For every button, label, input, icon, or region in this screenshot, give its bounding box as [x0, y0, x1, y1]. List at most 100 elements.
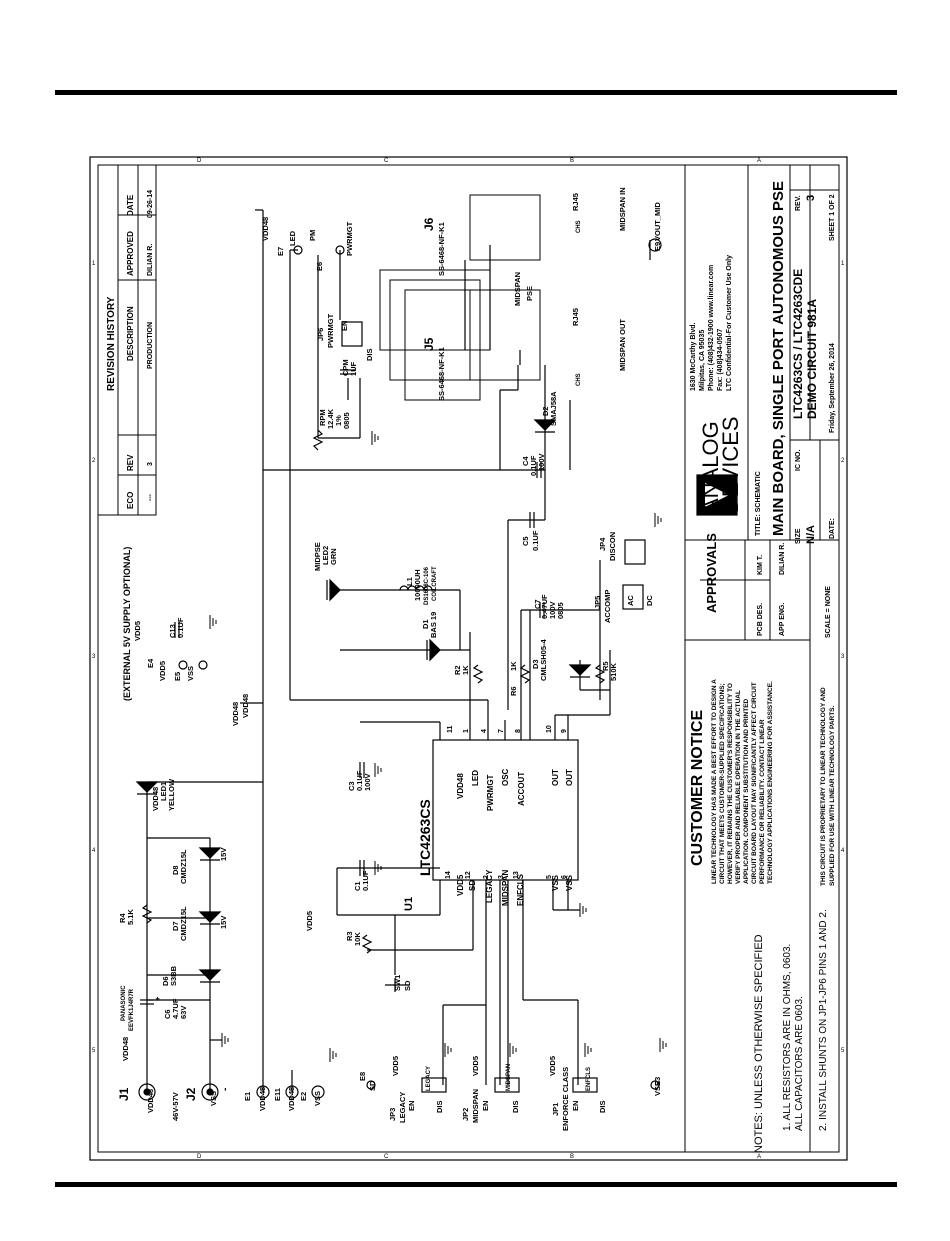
- notice-line-1: LINEAR TECHNOLOGY HAS MADE A BEST EFFORT…: [711, 679, 718, 884]
- ic-pin-out-a: OUT: [551, 769, 560, 786]
- cpm-capacitor: [340, 369, 356, 375]
- e6-ref: E6: [315, 262, 324, 271]
- c1-capacitor: [359, 860, 365, 876]
- vdd5-c13: VDD5: [133, 621, 142, 641]
- c6-plus: +: [153, 996, 162, 1001]
- led1-ref: LED1: [159, 782, 168, 801]
- note-2: 2. INSTALL SHUNTS ON JP1-JP6 PINS 1 AND …: [818, 909, 829, 1131]
- e3-turret: [650, 1080, 660, 1090]
- grid-top-b: B: [570, 158, 574, 164]
- notice-footer-2: SUPPLIED FOR USE WITH LINEAR TECHNOLOGY …: [829, 705, 836, 886]
- input-range: 46V-57V: [171, 1092, 180, 1121]
- grid-bot-d: D: [197, 1154, 202, 1160]
- c4-value: 0.1UF: [529, 455, 538, 476]
- c13-ref: C13: [168, 624, 177, 638]
- e7-turret: [293, 245, 303, 255]
- vdd5-jp2: VDD5: [471, 1056, 480, 1076]
- r3-ref: R3: [345, 931, 354, 941]
- j6-jack: [469, 194, 541, 261]
- r3-resistor: [361, 934, 373, 954]
- j2-minus: -: [220, 1088, 231, 1091]
- ic-pinnum-12: 12: [465, 871, 472, 879]
- rev-row-date: 09-26-14: [147, 190, 154, 218]
- d2-diode: [533, 419, 557, 433]
- symbols: [97, 164, 840, 1153]
- led2-ref: LED2: [321, 546, 330, 565]
- ic-pin-accout: ACCOUT: [517, 772, 526, 806]
- r5-ref: R5: [601, 661, 610, 671]
- c4-capacitor: [536, 462, 542, 478]
- approvals-title: APPROVALS: [704, 533, 719, 613]
- c6-value: 4.7UF: [171, 998, 180, 1019]
- title-label: TITLE: SCHEMATIC: [755, 471, 762, 536]
- logo-line2: DEVICES: [718, 416, 743, 513]
- sheet-border: [89, 156, 848, 1161]
- e8-turret: [366, 1080, 376, 1090]
- jp3-header: [421, 1077, 447, 1093]
- e8-net: SD: [368, 1080, 377, 1091]
- ic-ref: U1: [403, 897, 415, 911]
- led2-color: GRN: [329, 548, 338, 565]
- r2-ref: R2: [453, 665, 462, 675]
- e3-ref: E3: [653, 1077, 662, 1086]
- c6-voltage: 63V: [179, 1006, 188, 1019]
- rpm-ref: RPM: [318, 409, 327, 426]
- e7-ref: E7: [276, 247, 285, 256]
- jp3-ref: JP3: [388, 1108, 397, 1121]
- c3-ref: C3: [347, 781, 356, 791]
- d7-ref: D7: [171, 921, 180, 931]
- jp2-dis: DIS: [511, 1100, 520, 1113]
- l1-partno: DS1608C-106: [424, 566, 430, 605]
- e2-turret: [311, 1085, 325, 1099]
- j5-jack: [469, 289, 541, 381]
- vdd5-r3: VDD5: [305, 911, 314, 931]
- r4-value: 5.1K: [126, 909, 135, 925]
- jp4-ref: JP4: [598, 537, 607, 551]
- rev-history-title: REVISION HISTORY: [106, 296, 117, 391]
- c7-value: 0.47UF: [540, 594, 549, 619]
- jp2-desc: MIDSPAN: [471, 1089, 480, 1123]
- customer-notice-title: CUSTOMER NOTICE: [689, 710, 706, 866]
- addr-1: 1630 McCarthy Blvd.: [690, 322, 697, 391]
- c7-package: 0805: [556, 602, 565, 619]
- jp2-header: [494, 1077, 520, 1093]
- l1-ref: L1: [405, 577, 414, 586]
- j2-net: VSS: [209, 1091, 218, 1106]
- d7-volt: 15V: [219, 916, 228, 929]
- r6-resistor: [519, 664, 531, 684]
- vdd48-top-label: VDD48: [121, 1037, 130, 1061]
- notice-line-7: PERFORMANCE OR RELIABILITY. CONTACT LINE…: [759, 719, 766, 884]
- date-value: Friday, September 26, 2014: [829, 343, 836, 433]
- d3-ref: D3: [531, 659, 540, 669]
- grid-top-d: D: [197, 158, 202, 164]
- date-label: DATE:: [829, 518, 836, 539]
- enfcls-bus: ENFCLS: [586, 1067, 592, 1091]
- j1-ref: J1: [117, 1087, 131, 1101]
- j5-ref: J5: [422, 337, 436, 351]
- c1-ref: C1: [353, 881, 362, 891]
- rev-hdr-desc: DESCRIPTION: [126, 306, 135, 361]
- ic-pinnum-1: 1: [463, 729, 470, 733]
- midspan-pse-1: MIDSPAN: [513, 272, 522, 306]
- led1-net: VDD48: [151, 787, 160, 811]
- j6-rj45: RJ45: [571, 193, 580, 211]
- d2-value: SMAJ58A: [549, 391, 558, 426]
- ic-pinnum-9: 9: [561, 729, 568, 733]
- e1-net: VDD48: [258, 1087, 267, 1111]
- j5-part: SS-6468-NF-K1: [437, 347, 446, 401]
- rev-row-desc: PRODUCTION: [147, 322, 154, 369]
- midspan-in: MIDSPAN IN: [618, 187, 627, 231]
- addr-2: Milpitas, CA 95035: [699, 330, 706, 391]
- ic-pinnum-2: 2: [483, 875, 490, 879]
- ic-pin-osc: OSC: [501, 768, 510, 786]
- jp3-desc: LEGACY: [398, 1092, 407, 1123]
- e4-turret: [178, 660, 188, 670]
- ic-part: LTC4263CS: [417, 799, 433, 876]
- ic-pin-enfcls: ENFCLS: [516, 873, 525, 906]
- d1-diode: [426, 638, 441, 662]
- jp1-en: EN: [571, 1101, 580, 1111]
- rev-row-eco: ---: [147, 493, 154, 501]
- c6-brand: PANASONIC: [121, 985, 127, 1021]
- jp2-ref: JP2: [461, 1108, 470, 1121]
- d8-value: CMDZ15L: [179, 849, 188, 884]
